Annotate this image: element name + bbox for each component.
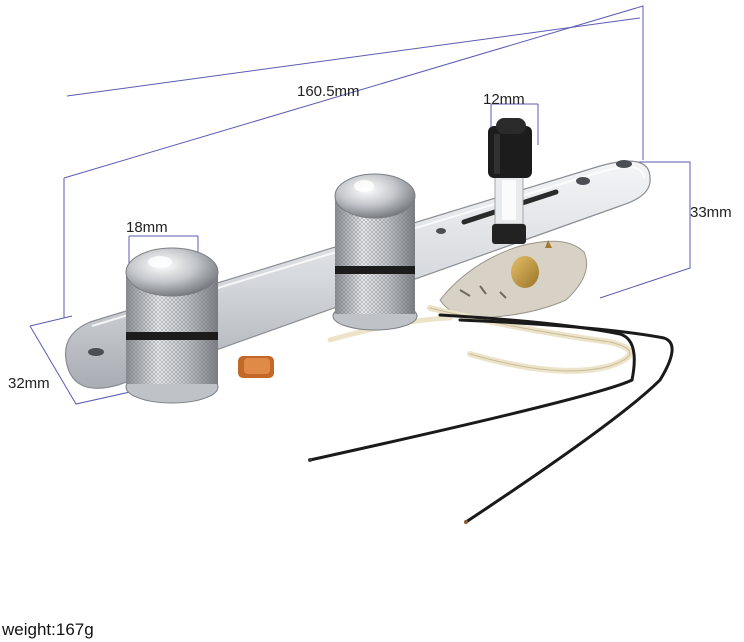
plate-height-left-dimension-label: 32mm: [8, 375, 50, 392]
weight-label: weight:167g: [2, 620, 94, 639]
switch-width-dimension-label: 12mm: [483, 91, 525, 108]
screw-hole-left: [88, 348, 104, 356]
dimension-lines: [29, 5, 691, 405]
brass-capacitor: [511, 256, 539, 288]
length-dimension-label: 160.5mm: [297, 83, 360, 100]
screw-hole-right: [616, 160, 632, 168]
three-way-switch-tip-icon: [488, 118, 532, 244]
tone-knob-icon: [332, 173, 418, 331]
wires: [308, 305, 674, 524]
plate-height-right-dimension-label: 33mm: [690, 204, 732, 221]
volume-knob-icon: [125, 247, 219, 404]
knob-width-dimension-label: 18mm: [126, 219, 168, 236]
pot-and-wiring: [238, 240, 588, 378]
